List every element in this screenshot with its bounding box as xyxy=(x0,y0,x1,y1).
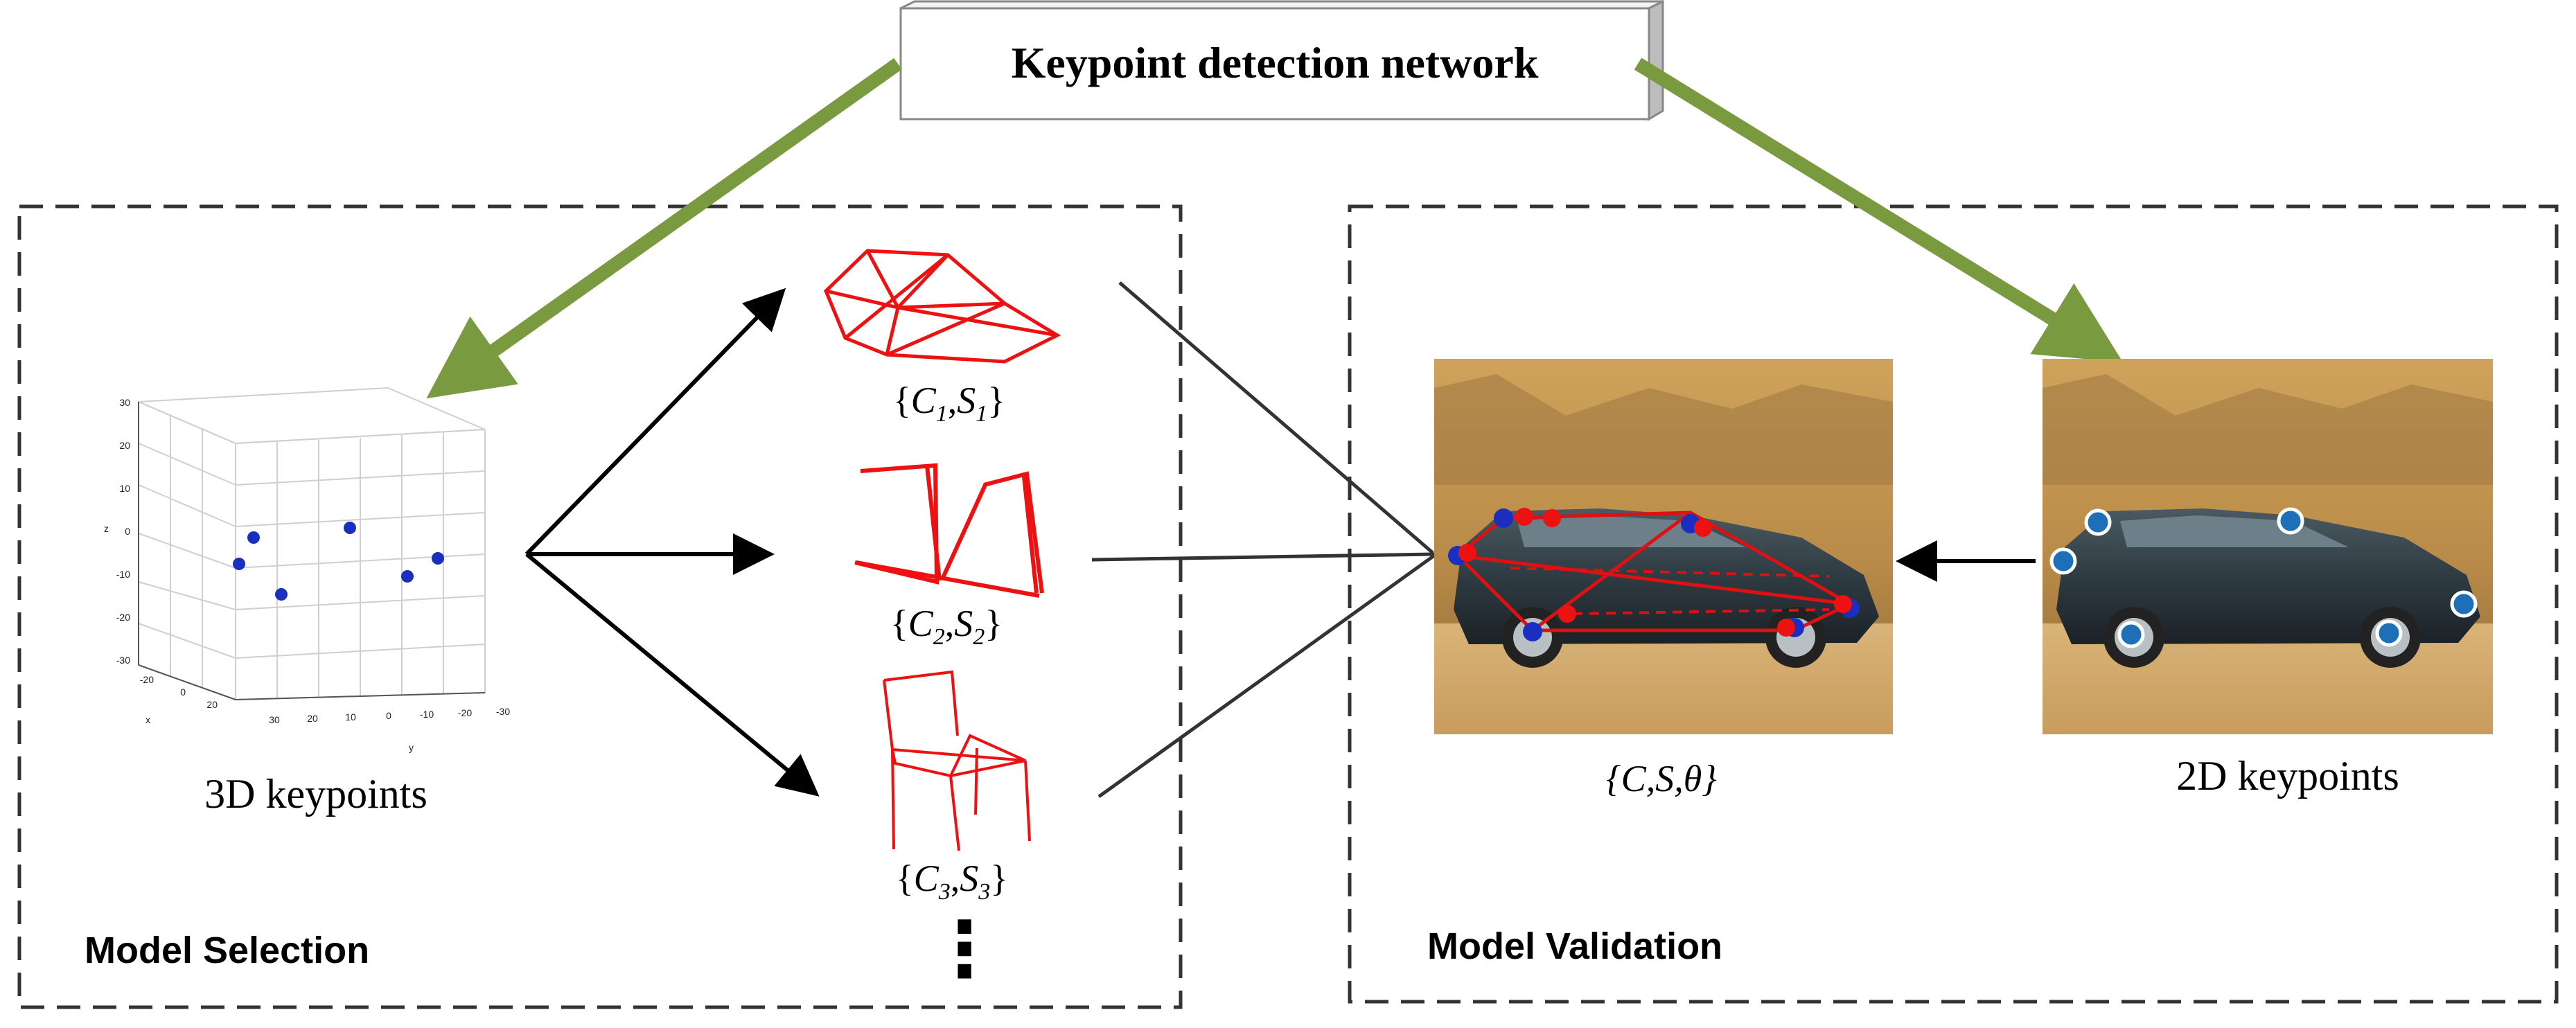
z-tick-label: 20 xyxy=(119,440,130,451)
network-title: Keypoint detection network xyxy=(1012,38,1539,87)
keypoint-dot xyxy=(344,522,356,534)
model-selection-label: Model Selection xyxy=(85,930,369,971)
validated-car-image xyxy=(1434,359,1893,734)
keypoint-network-box: Keypoint detection network xyxy=(899,0,1664,121)
z-tick-label: -30 xyxy=(116,655,130,666)
keypoint-dot xyxy=(275,588,288,601)
x-tick-label: -20 xyxy=(140,674,154,685)
x-tick-label: 0 xyxy=(180,686,186,698)
chair-wireframe xyxy=(883,670,1031,851)
z-tick-label: 30 xyxy=(119,397,130,408)
z-tick-label: 0 xyxy=(125,526,130,537)
link-sofa xyxy=(1118,281,1434,554)
keypoints-2d-image xyxy=(2043,359,2493,734)
x-tick-label: 20 xyxy=(206,699,218,710)
y-tick-label: 20 xyxy=(307,713,318,724)
model-validation-panel xyxy=(1348,204,2559,1004)
y-tick-label: 30 xyxy=(269,714,280,725)
y-tick-label: 0 xyxy=(386,710,391,721)
arrow-to-sofa xyxy=(524,287,786,556)
keypoints-label-2d: 2D keypoints xyxy=(2176,753,2399,799)
keypoint-dot xyxy=(233,558,245,570)
model-selection-panel xyxy=(17,204,1183,1009)
green-arrow-right xyxy=(1634,57,2124,362)
candidate-label-1: {C1,S1} xyxy=(893,380,1005,427)
green-arrow-left xyxy=(426,57,902,399)
link-chair xyxy=(1097,553,1436,799)
candidate-label-2: {C2,S2} xyxy=(890,603,1003,650)
table-wireframe xyxy=(854,463,1044,598)
y-axis-label: y xyxy=(409,742,414,753)
result-label: {C,S,θ} xyxy=(1606,758,1717,799)
link-table xyxy=(1091,552,1435,562)
x-axis-label: x xyxy=(145,714,150,725)
model-validation-label: Model Validation xyxy=(1427,925,1722,967)
z-axis-label: z xyxy=(104,523,109,534)
y-tick-label: -10 xyxy=(420,709,434,720)
more-candidates-ellipsis: ⋮ xyxy=(926,905,1003,993)
candidate-label-3: {C3,S3} xyxy=(896,858,1008,905)
arrow-to-chair xyxy=(525,552,820,797)
keypoint-dot xyxy=(432,552,444,565)
z-tick-label: -20 xyxy=(116,612,130,623)
z-tick-label: -10 xyxy=(116,569,130,580)
plot-label-3d: 3D keypoints xyxy=(204,771,427,817)
plot-grid xyxy=(138,387,486,701)
y-tick-label: -20 xyxy=(458,707,472,718)
keypoint-dot xyxy=(247,531,260,544)
keypoints-3d-plot: 30 20 10 0 -10 -20 -30 -20 0 20 30 20 10 0 -10 -20 -30… xyxy=(104,387,510,753)
y-tick-label: -30 xyxy=(496,706,510,717)
sofa-wireframe xyxy=(824,249,1061,364)
y-tick-label: 10 xyxy=(345,711,356,723)
keypoint-dot xyxy=(401,570,414,583)
z-tick-label: 10 xyxy=(119,483,130,494)
